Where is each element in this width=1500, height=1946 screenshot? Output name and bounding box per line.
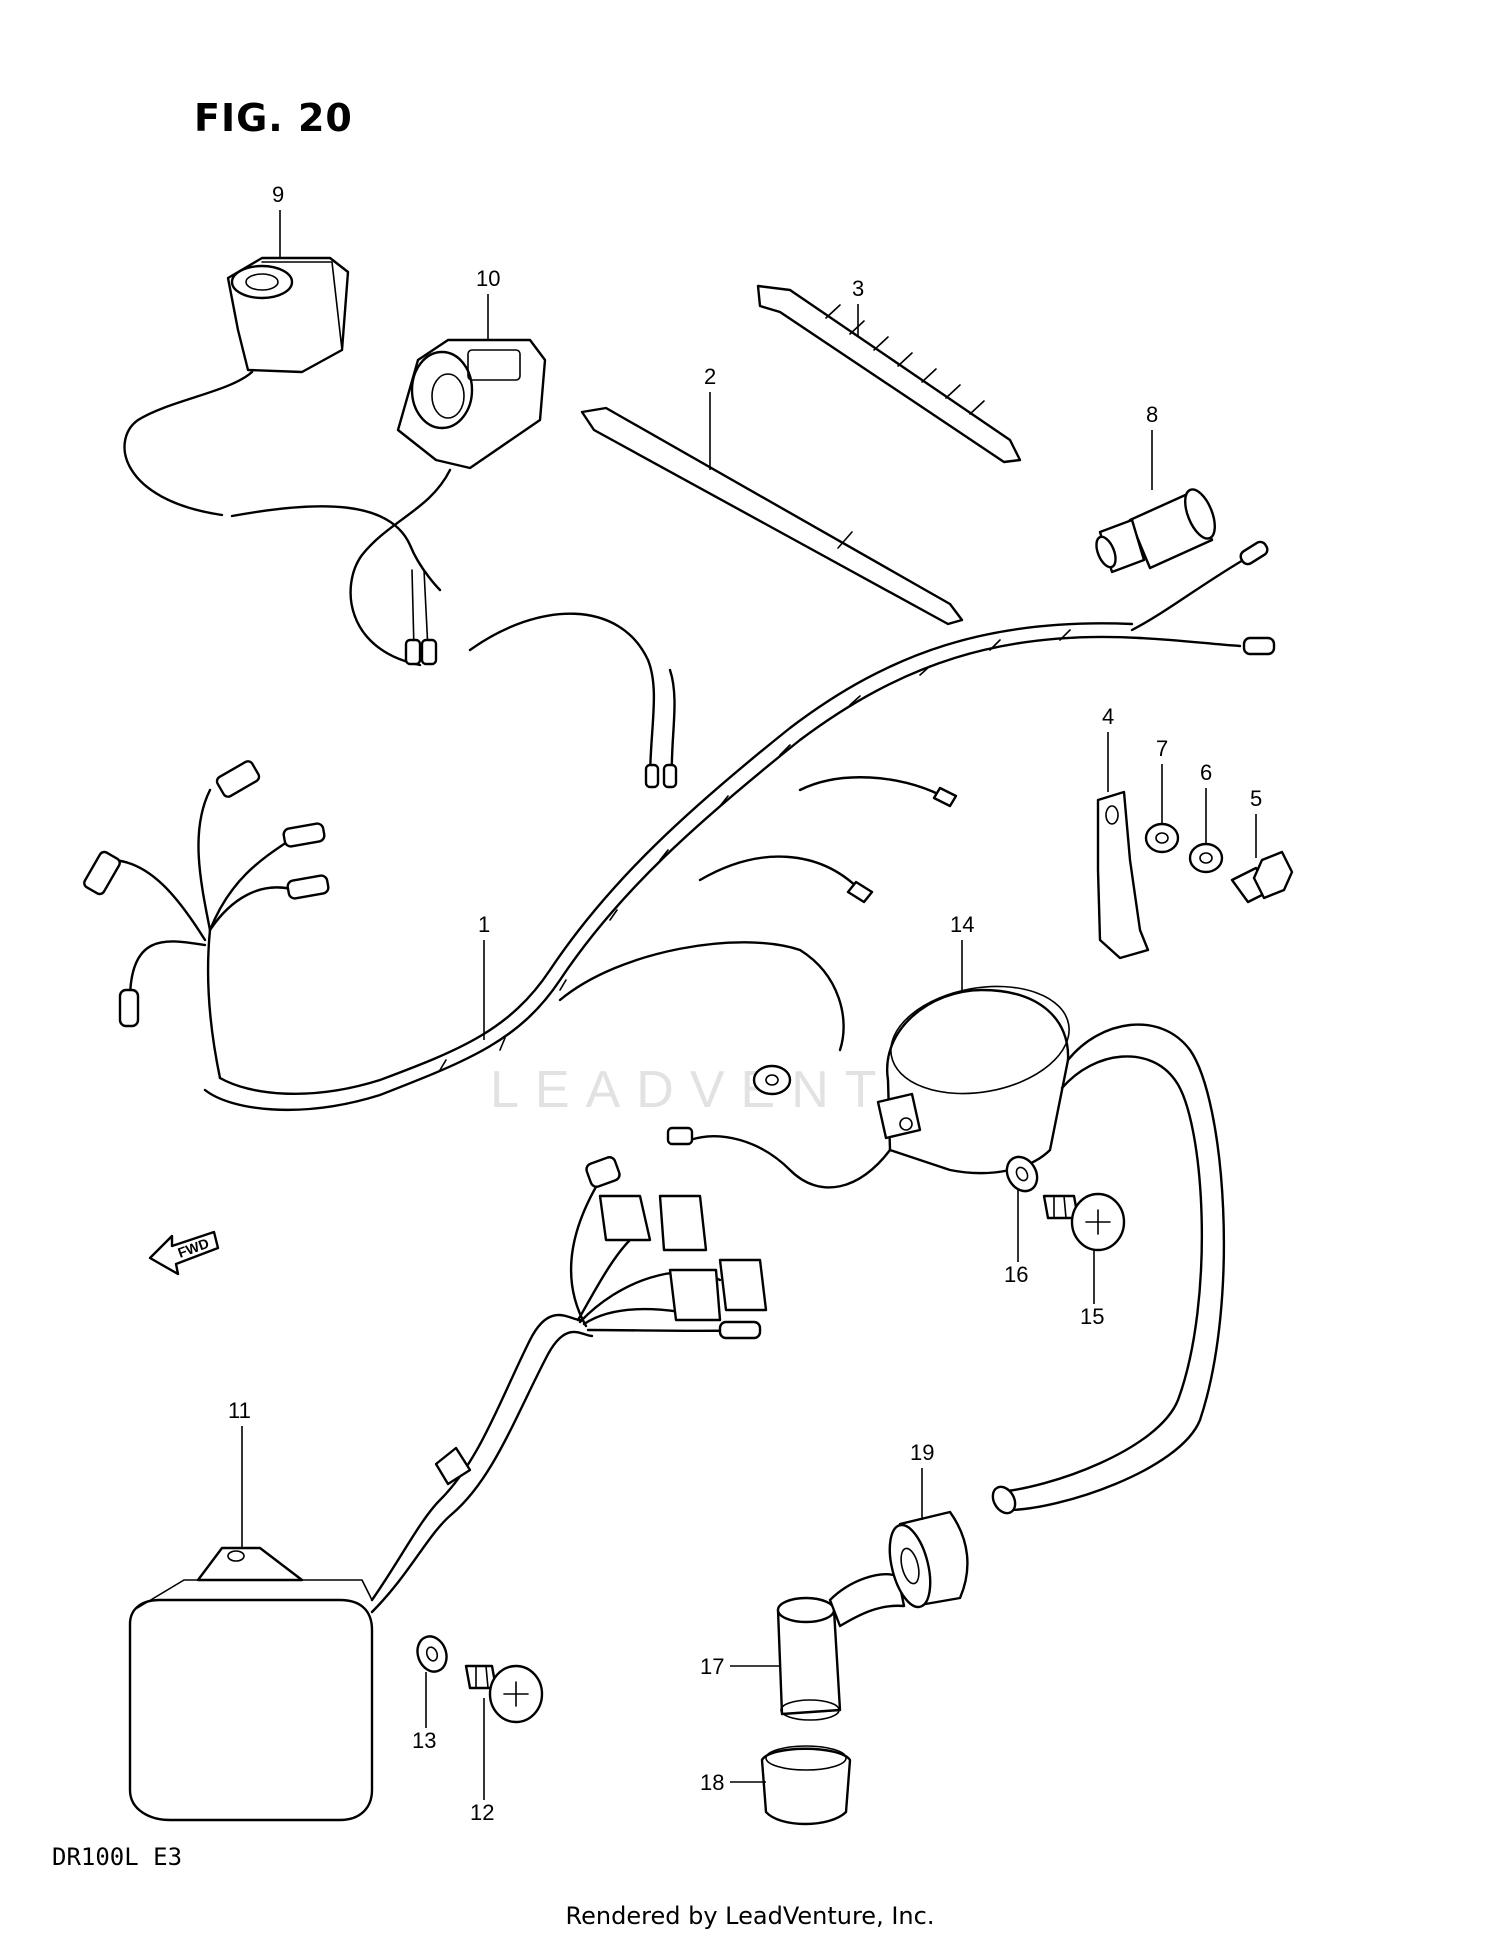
part-11-cdi-unit xyxy=(128,1156,768,1822)
callout-5: 5 xyxy=(1250,786,1262,811)
callout-14: 14 xyxy=(950,912,974,937)
model-code: DR100L E3 xyxy=(52,1843,183,1871)
callout-6: 6 xyxy=(1200,760,1212,785)
callout-12: 12 xyxy=(470,1800,494,1825)
callout-9: 9 xyxy=(272,182,284,207)
callout-1: 1 xyxy=(478,912,490,937)
part-3-cable-tie xyxy=(756,284,1022,464)
callout-2: 2 xyxy=(704,364,716,389)
part-8-cap xyxy=(1095,488,1216,574)
part-13-washer xyxy=(416,1635,448,1673)
forward-direction-arrow: FWD xyxy=(148,1230,220,1276)
callout-17: 17 xyxy=(700,1654,724,1679)
part-5-bolt xyxy=(1230,850,1294,904)
callout-3: 3 xyxy=(852,276,864,301)
rendered-by-footer: Rendered by LeadVenture, Inc. xyxy=(565,1902,935,1930)
figure-title: FIG. 20 xyxy=(194,96,353,140)
part-17-plug-cap xyxy=(776,1573,906,1721)
part-2-band xyxy=(580,406,964,626)
callout-16: 16 xyxy=(1004,1262,1028,1287)
part-12-screw xyxy=(464,1664,544,1724)
part-10-switch xyxy=(349,338,678,789)
callout-19: 19 xyxy=(910,1440,934,1465)
callout-13: 13 xyxy=(412,1728,436,1753)
part-14-ignition-coil xyxy=(666,985,1226,1515)
callout-4: 4 xyxy=(1102,704,1114,729)
part-4-bracket xyxy=(1096,790,1150,960)
part-7-washer xyxy=(1144,822,1180,854)
callout-18: 18 xyxy=(700,1770,724,1795)
part-9-switch xyxy=(123,256,442,592)
part-1-wiring-harness xyxy=(83,540,1276,1112)
part-18-boot xyxy=(760,1745,852,1826)
callout-15: 15 xyxy=(1080,1304,1104,1329)
part-19-seal xyxy=(888,1510,969,1609)
callout-8: 8 xyxy=(1146,402,1158,427)
callout-10: 10 xyxy=(476,266,500,291)
part-6-washer xyxy=(1188,842,1224,874)
callout-7: 7 xyxy=(1156,736,1168,761)
part-16-washer xyxy=(1005,1155,1039,1193)
callout-11: 11 xyxy=(228,1398,251,1423)
callout-group: 9 10 3 2 8 4 7 6 5 1 14 16 15 11 19 13 1… xyxy=(228,182,1262,1825)
part-15-screw xyxy=(1042,1192,1126,1252)
